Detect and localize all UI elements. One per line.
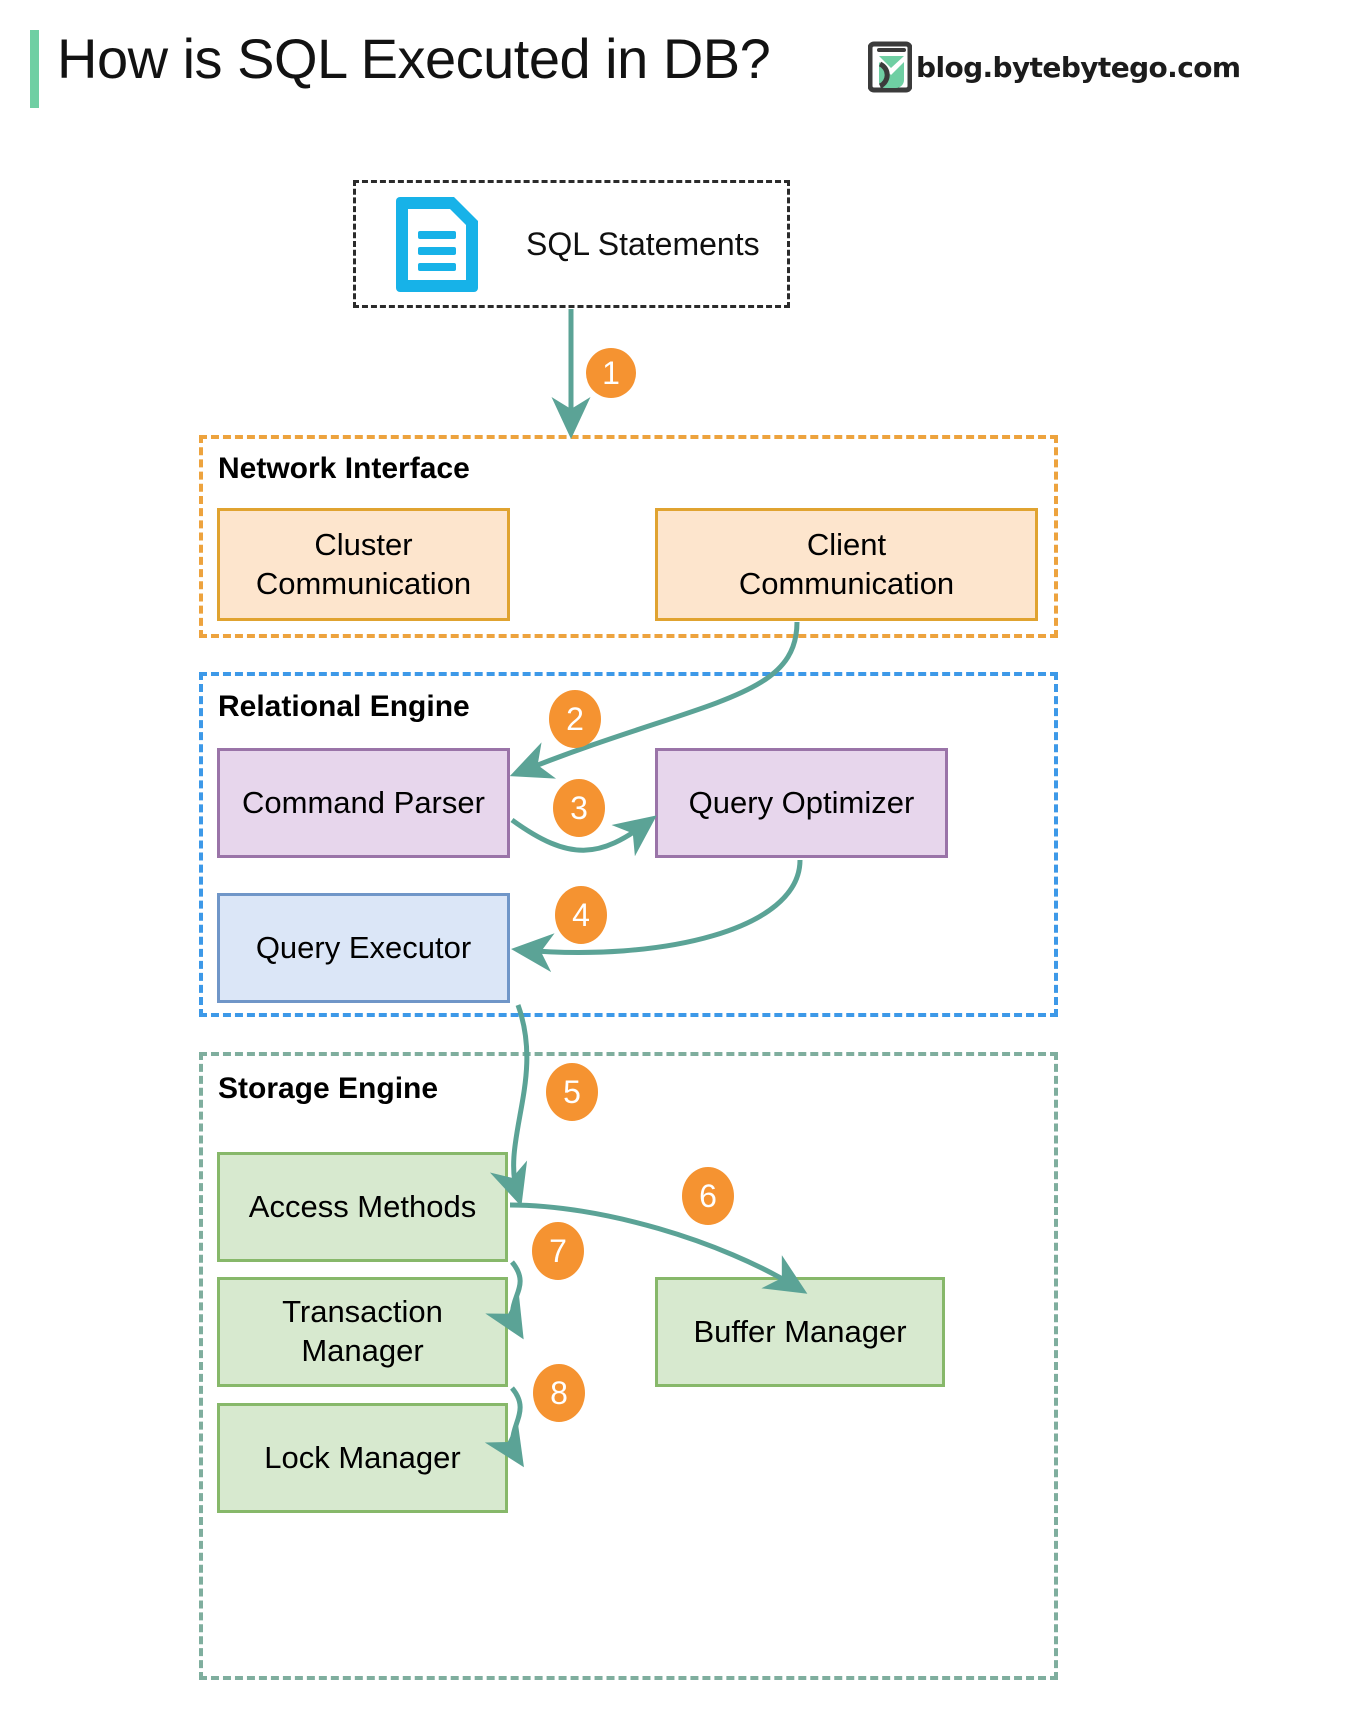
node-lock-manager[interactable]: Lock Manager xyxy=(217,1403,508,1513)
step-badge-6: 6 xyxy=(682,1167,734,1225)
node-buffer-manager[interactable]: Buffer Manager xyxy=(655,1277,945,1387)
brand-text: blog.bytebytego.com xyxy=(916,50,1241,84)
step-badge-3: 3 xyxy=(553,779,605,837)
node-query-executor[interactable]: Query Executor xyxy=(217,893,510,1003)
step-badge-2: 2 xyxy=(549,690,601,748)
step-badge-4: 4 xyxy=(555,886,607,944)
document-icon xyxy=(396,197,478,292)
brand: blog.bytebytego.com xyxy=(868,40,1241,94)
title-accent-bar xyxy=(30,30,39,108)
bytebytego-logo-icon xyxy=(868,41,912,93)
sql-statements-source: SQL Statements xyxy=(353,180,790,308)
group-storage-engine xyxy=(199,1052,1058,1680)
group-relational-engine-label: Relational Engine xyxy=(218,690,470,723)
node-query-optimizer[interactable]: Query Optimizer xyxy=(655,748,948,858)
node-command-parser[interactable]: Command Parser xyxy=(217,748,510,858)
group-network-interface-label: Network Interface xyxy=(218,452,470,485)
node-client-communication[interactable]: Client Communication xyxy=(655,508,1038,621)
step-badge-5: 5 xyxy=(546,1063,598,1121)
page-header: How is SQL Executed in DB? blog.bytebyte… xyxy=(0,0,1358,140)
group-storage-engine-label: Storage Engine xyxy=(218,1072,439,1105)
page-title: How is SQL Executed in DB? xyxy=(57,27,771,90)
node-access-methods[interactable]: Access Methods xyxy=(217,1152,508,1262)
step-badge-7: 7 xyxy=(532,1222,584,1280)
node-cluster-communication[interactable]: Cluster Communication xyxy=(217,508,510,621)
step-badge-8: 8 xyxy=(533,1364,585,1422)
sql-statements-label: SQL Statements xyxy=(526,225,760,262)
node-transaction-manager[interactable]: Transaction Manager xyxy=(217,1277,508,1387)
step-badge-1: 1 xyxy=(586,348,636,398)
